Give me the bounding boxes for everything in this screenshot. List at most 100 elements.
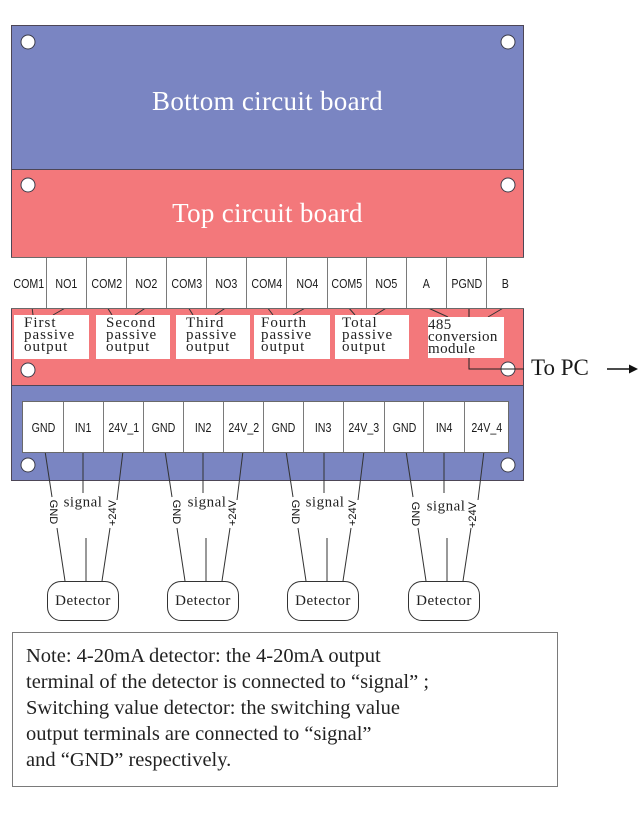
wire-24v	[221, 527, 231, 582]
terminal-b: B	[486, 258, 524, 308]
wire-label-24v: +24V	[227, 500, 239, 526]
terminal-label: GND	[271, 419, 296, 435]
label-485-conversion-module: 485 conversion module	[428, 317, 504, 358]
detector-3: Detector	[287, 581, 359, 621]
wire-24v	[342, 527, 352, 582]
terminal-no5: NO5	[366, 258, 406, 308]
wire-label-gnd: GND	[170, 499, 182, 525]
mounting-hole-icon	[20, 34, 36, 50]
mounting-hole-icon	[500, 457, 516, 473]
wire-24v	[236, 450, 244, 501]
terminal-24v-3: 24V_3	[343, 402, 384, 452]
terminal-gnd-2: GND	[143, 402, 183, 452]
terminal-label: IN1	[75, 419, 92, 435]
label-line: module	[428, 341, 476, 357]
wire-gnd	[164, 450, 173, 498]
mounting-hole-icon	[500, 34, 516, 50]
label-line: output	[342, 339, 387, 355]
note-line: terminal of the detector is connected to…	[26, 671, 430, 693]
terminal-label: 24V_4	[471, 419, 502, 435]
label-line: passive	[24, 327, 76, 343]
label-line: passive	[261, 327, 313, 343]
detector-2: Detector	[167, 581, 239, 621]
terminal-24v-4: 24V_4	[464, 402, 508, 452]
label-line: passive	[106, 327, 158, 343]
wire-label-24v: +24V	[347, 500, 359, 526]
wire-24v	[357, 450, 365, 501]
label-line: passive	[342, 327, 394, 343]
note-line: output terminals are connected to “signa…	[26, 723, 372, 745]
label-line: Second	[106, 315, 157, 331]
wire-label-signal: signal	[426, 498, 466, 515]
wire-gnd	[297, 527, 307, 582]
terminal-com5: COM5	[327, 258, 366, 308]
wire-label-gnd: GND	[409, 501, 421, 527]
terminal-in2: IN2	[183, 402, 223, 452]
label-line: output	[24, 339, 69, 355]
detector-4: Detector	[408, 581, 480, 621]
wire-24v	[116, 450, 124, 501]
wire-gnd	[417, 527, 427, 582]
label-line: Third	[186, 315, 225, 331]
terminal-label: NO2	[135, 275, 158, 291]
terminal-label: GND	[151, 419, 176, 435]
mounting-hole-icon	[20, 457, 36, 473]
terminal-pgnd: PGND	[446, 258, 486, 308]
terminal-24v-2: 24V_2	[223, 402, 263, 452]
terminal-label: NO4	[296, 275, 318, 291]
terminal-no1: NO1	[46, 258, 86, 308]
label-line: Fourth	[261, 315, 308, 331]
terminal-label: PGND	[451, 275, 482, 291]
label-line: Total	[342, 315, 378, 331]
wire-label-signal: signal	[187, 494, 227, 511]
output-terminal-block: COM1 NO1 COM2 NO2 COM3 NO3 COM4 NO4 COM5…	[11, 257, 524, 309]
to-pc-label: To PC	[531, 355, 589, 380]
terminal-label: A	[422, 275, 431, 291]
wire-label-gnd: GND	[47, 499, 59, 525]
terminal-label: IN2	[195, 419, 212, 435]
terminal-no3: NO3	[206, 258, 246, 308]
terminal-label: GND	[392, 419, 416, 435]
terminal-label: COM3	[171, 275, 202, 291]
label-total-passive-output: Total passive output	[335, 315, 409, 359]
terminal-no4: NO4	[286, 258, 327, 308]
terminal-com3: COM3	[166, 258, 206, 308]
label-line: output	[186, 339, 231, 355]
terminal-label: NO1	[55, 275, 78, 291]
wire-label-24v: +24V	[107, 500, 119, 526]
input-terminal-block: GND IN1 24V_1 GND IN2 24V_2 GND IN3 24V_…	[22, 401, 509, 453]
note-line: Note: 4-20mA detector: the 4-20mA output	[26, 645, 381, 667]
label-first-passive-output: First passive output	[14, 315, 89, 359]
note-text: Note: 4-20mA detector: the 4-20mA output…	[26, 643, 429, 773]
wire-24v	[101, 527, 111, 582]
wire-gnd	[405, 450, 414, 498]
terminal-label: 24V_1	[108, 419, 139, 435]
terminal-in3: IN3	[303, 402, 343, 452]
mounting-hole-icon	[20, 362, 36, 378]
label-line: 485	[428, 317, 452, 333]
wire-label-signal: signal	[305, 494, 345, 511]
terminal-label: COM1	[13, 275, 44, 291]
terminal-24v-1: 24V_1	[103, 402, 143, 452]
arrow-right-icon	[607, 364, 638, 374]
note-line: Switching value detector: the switching …	[26, 697, 401, 719]
terminal-no2: NO2	[126, 258, 166, 308]
wire-24v	[477, 450, 485, 501]
terminal-label: NO5	[375, 275, 398, 291]
terminal-label: IN4	[435, 419, 453, 435]
terminal-label: COM4	[251, 275, 282, 291]
label-third-passive-output: Third passive output	[176, 315, 250, 359]
wire-gnd	[176, 527, 186, 582]
bottom-circuit-board: Bottom circuit board	[11, 25, 524, 170]
terminal-label: NO3	[215, 275, 238, 291]
terminal-label: COM2	[91, 275, 122, 291]
terminal-label: 24V_3	[348, 419, 380, 435]
label-second-passive-output: Second passive output	[96, 315, 170, 359]
wire-label-signal: signal	[63, 494, 103, 511]
terminal-label: GND	[31, 419, 55, 435]
wire-label-gnd: GND	[289, 499, 301, 525]
label-line: passive	[186, 327, 238, 343]
terminal-label: 24V_2	[228, 419, 259, 435]
terminal-gnd-3: GND	[263, 402, 303, 452]
